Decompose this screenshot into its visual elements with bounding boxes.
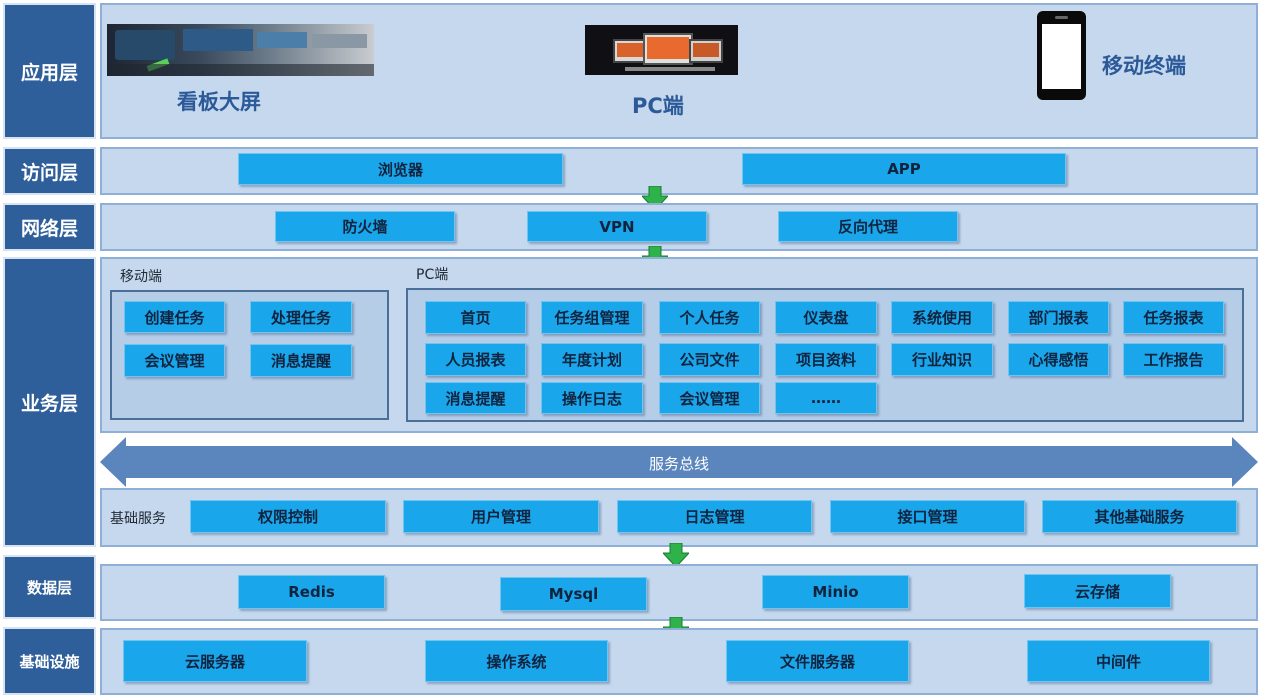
pc-item: 会议管理 [659, 382, 760, 414]
mobile-terminal-label: 移动终端 [1102, 54, 1186, 78]
access-item-app: APP [742, 153, 1066, 185]
infra-item-middleware: 中间件 [1027, 640, 1210, 682]
layer-label-access: 访问层 [3, 147, 96, 195]
mobile-phone-icon [1037, 11, 1086, 100]
network-item-firewall: 防火墙 [275, 211, 455, 242]
dashboard-label: 看板大屏 [177, 90, 261, 114]
infra-item-cloud-server: 云服务器 [123, 640, 307, 682]
pc-item: 公司文件 [659, 343, 760, 376]
mobile-item: 创建任务 [124, 301, 225, 333]
access-item-browser: 浏览器 [238, 153, 563, 185]
pc-item: 仪表盘 [775, 301, 877, 334]
pc-item: 部门报表 [1008, 301, 1109, 334]
pc-item: 行业知识 [891, 343, 993, 376]
mobile-item: 会议管理 [124, 344, 225, 377]
data-item-redis: Redis [238, 575, 385, 609]
base-services-title: 基础服务 [110, 511, 166, 527]
pc-item: 年度计划 [541, 343, 643, 376]
service-bus-label: 服务总线 [648, 455, 709, 473]
down-arrow-icon [663, 543, 689, 567]
pc-item: 项目资料 [775, 343, 877, 376]
pc-item: 消息提醒 [425, 382, 526, 414]
layer-label-application: 应用层 [3, 3, 96, 139]
mobile-item: 消息提醒 [250, 344, 352, 377]
pc-item: 人员报表 [425, 343, 526, 376]
pc-item: 心得感悟 [1008, 343, 1109, 376]
pc-section-title: PC端 [416, 267, 449, 283]
data-item-minio: Minio [762, 575, 909, 609]
infra-item-os: 操作系统 [425, 640, 608, 682]
service-bus-arrow [100, 437, 1258, 487]
infra-item-file-server: 文件服务器 [726, 640, 909, 682]
pc-item: …… [775, 382, 877, 414]
base-service-item: 接口管理 [830, 500, 1025, 533]
pc-item: 个人任务 [659, 301, 760, 334]
base-service-item: 用户管理 [403, 500, 599, 533]
base-service-item: 其他基础服务 [1042, 500, 1237, 533]
mobile-section-title: 移动端 [120, 269, 162, 285]
pc-label: PC端 [632, 94, 684, 118]
dashboard-screen-image [107, 24, 374, 76]
data-item-mysql: Mysql [500, 577, 647, 611]
base-service-item: 权限控制 [190, 500, 386, 533]
data-item-cloud-storage: 云存储 [1024, 574, 1171, 608]
network-item-vpn: VPN [527, 211, 707, 242]
layer-label-data: 数据层 [3, 555, 96, 619]
pc-devices-image [585, 25, 738, 75]
pc-item: 任务报表 [1123, 301, 1224, 334]
network-item-reverse-proxy: 反向代理 [778, 211, 958, 242]
pc-item: 操作日志 [541, 382, 643, 414]
layer-label-infrastructure: 基础设施 [3, 627, 96, 695]
pc-item: 任务组管理 [541, 301, 643, 334]
pc-item: 系统使用 [891, 301, 993, 334]
pc-item: 首页 [425, 301, 526, 334]
mobile-item: 处理任务 [250, 301, 352, 333]
pc-item: 工作报告 [1123, 343, 1224, 376]
base-service-item: 日志管理 [617, 500, 812, 533]
layer-label-network: 网络层 [3, 203, 96, 251]
layer-label-business: 业务层 [3, 257, 96, 547]
